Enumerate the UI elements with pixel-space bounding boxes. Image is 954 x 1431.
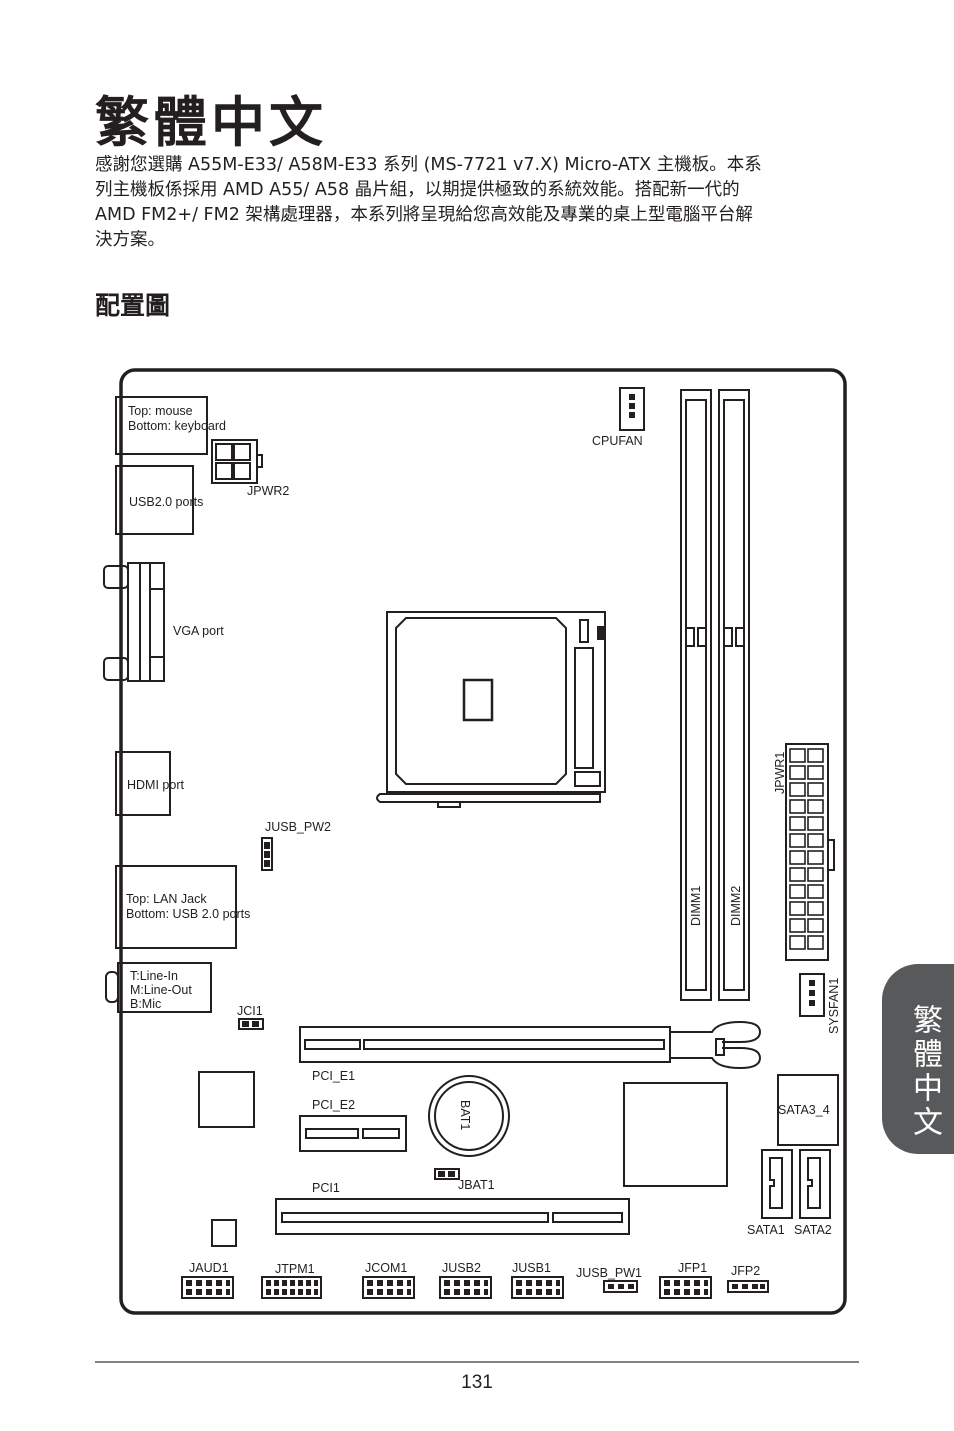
jusb-pw1-header <box>603 1280 638 1293</box>
label-audio-out: M:Line-Out <box>130 983 192 997</box>
label-sata1: SATA1 <box>747 1223 785 1237</box>
cpufan-header <box>619 387 645 431</box>
pci-e1-slot <box>299 1026 671 1063</box>
jaud1-header <box>181 1276 234 1299</box>
label-dimm1: DIMM1 <box>689 886 703 926</box>
label-lan-top: Top: LAN Jack <box>126 892 207 906</box>
sysfan1-header <box>799 973 825 1017</box>
vga-port <box>127 562 165 682</box>
label-ps2-top: Top: mouse <box>128 404 193 418</box>
label-sysfan1: SYSFAN1 <box>827 978 841 1034</box>
pci-e2-slot <box>299 1115 407 1152</box>
section-title: 配置圖 <box>95 291 171 320</box>
jusb1-header <box>511 1276 564 1299</box>
footer-divider <box>95 1361 859 1363</box>
label-audio-mic: B:Mic <box>130 997 161 1011</box>
label-jusb2: JUSB2 <box>442 1261 481 1275</box>
label-dimm2: DIMM2 <box>729 886 743 926</box>
label-pci-e2: PCI_E2 <box>312 1098 355 1112</box>
chipset <box>623 1082 728 1187</box>
label-sata2: SATA2 <box>794 1223 832 1237</box>
side-tab-label: 繁體中文 <box>907 1004 942 1140</box>
label-jtpm1: JTPM1 <box>275 1262 315 1276</box>
label-sata3-4: SATA3_4 <box>778 1103 830 1117</box>
label-jpwr1: JPWR1 <box>773 752 787 794</box>
intro-line: 決方案。 <box>95 230 165 250</box>
ps2-port <box>115 396 208 455</box>
dimm2-slot <box>718 389 750 1001</box>
label-jusb-pw2: JUSB_PW2 <box>265 820 331 834</box>
label-ps2-bottom: Bottom: keyboard <box>128 419 226 433</box>
jci1-header <box>238 1018 264 1030</box>
language-side-tab: 繁體中文 <box>882 964 954 1154</box>
lan-usb-port <box>115 865 237 949</box>
jbat1-header <box>434 1168 460 1180</box>
pci1-slot <box>275 1198 630 1235</box>
intro-line: 感謝您選購 A55M-E33/ A58M-E33 系列 (MS-7721 v7.… <box>95 155 762 175</box>
label-pci-e1: PCI_E1 <box>312 1069 355 1083</box>
intro-paragraph: 感謝您選購 A55M-E33/ A58M-E33 系列 (MS-7721 v7.… <box>95 153 855 253</box>
jpwr1-connector <box>785 743 829 961</box>
usb-port-block <box>115 465 194 535</box>
label-jfp1: JFP1 <box>678 1261 707 1275</box>
board-outline <box>119 368 847 1315</box>
intro-line: 列主機板係採用 AMD A55/ A58 晶片組，以期提供極致的系統效能。搭配新… <box>95 180 740 200</box>
label-lan-bottom: Bottom: USB 2.0 ports <box>126 907 250 921</box>
sata3-4-connector <box>777 1074 839 1146</box>
page-title: 繁體中文 <box>95 91 327 154</box>
label-jcom1: JCOM1 <box>365 1261 407 1275</box>
label-hdmi: HDMI port <box>127 778 184 792</box>
jcom1-header <box>362 1276 415 1299</box>
jusb2-header <box>439 1276 492 1299</box>
label-vga: VGA port <box>173 624 224 638</box>
label-jci1: JCI1 <box>237 1004 263 1018</box>
dimm1-slot <box>680 389 712 1001</box>
sata1-connector <box>761 1149 793 1219</box>
jusb-pw2-header <box>261 837 273 871</box>
cpu-socket <box>386 611 606 793</box>
jpwr1-pins <box>789 748 824 950</box>
page-number: 131 <box>461 1372 493 1393</box>
intro-line: AMD FM2+/ FM2 架構處理器，本系列將呈現給您高效能及專業的桌上型電腦… <box>95 205 753 225</box>
jfp1-header <box>659 1276 712 1299</box>
label-jbat1: JBAT1 <box>458 1178 495 1192</box>
hdmi-port <box>115 751 171 816</box>
label-jfp2: JFP2 <box>731 1264 760 1278</box>
label-pci1: PCI1 <box>312 1181 340 1195</box>
label-bat1: BAT1 <box>458 1100 472 1130</box>
label-audio-in: T:Line-In <box>130 969 178 983</box>
small-chip <box>211 1219 237 1247</box>
battery <box>428 1075 510 1157</box>
label-usb-ports: USB2.0 ports <box>129 495 203 509</box>
chip <box>198 1071 255 1128</box>
label-jusb-pw1: JUSB_PW1 <box>576 1266 642 1280</box>
label-jpwr2: JPWR2 <box>247 484 289 498</box>
label-jusb1: JUSB1 <box>512 1261 551 1275</box>
jtpm1-header <box>261 1276 322 1299</box>
sata2-connector <box>799 1149 831 1219</box>
label-jaud1: JAUD1 <box>189 1261 229 1275</box>
label-cpufan: CPUFAN <box>592 434 643 448</box>
jfp2-header <box>727 1280 769 1293</box>
